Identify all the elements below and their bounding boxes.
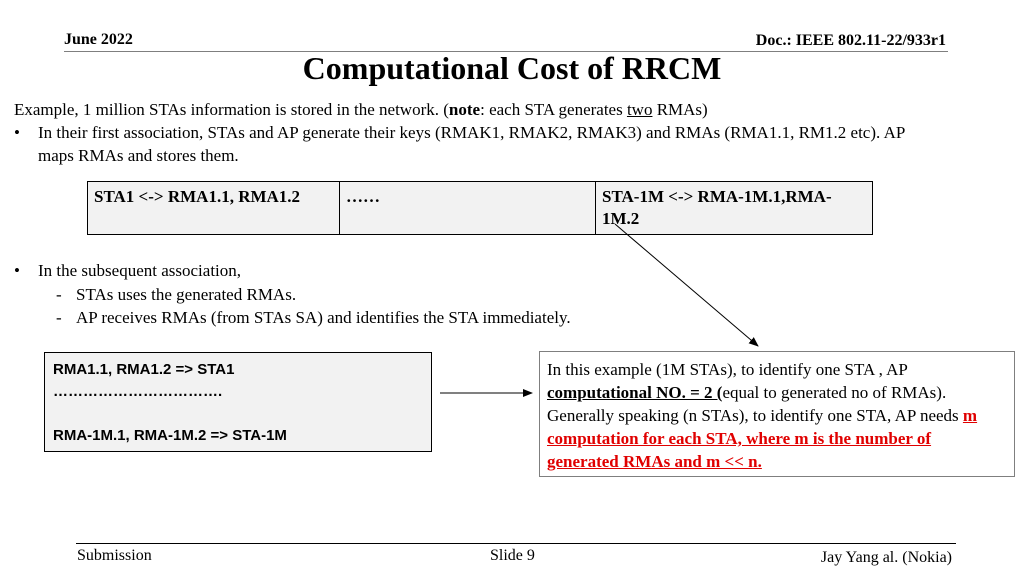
footer-submission: Submission [77, 547, 152, 564]
slide-title: Computational Cost of RRCM [302, 50, 722, 86]
header-date: June 2022 [64, 31, 133, 48]
footer-slide-number: Slide 9 [490, 547, 535, 564]
dash-marker: - [56, 285, 62, 304]
lookup-line: RMA1.1, RMA1.2 => STA1 [53, 361, 235, 378]
table-cell: …… [339, 181, 596, 235]
table-cell: STA-1M <-> RMA-1M.1,RMA-1M.2 [595, 181, 873, 235]
bullet2-sub2: AP receives RMAs (from STAs SA) and iden… [76, 308, 571, 327]
header-rule [64, 51, 948, 52]
footer-author: Jay Yang al. (Nokia) [820, 549, 952, 566]
rma-lookup-box: RMA1.1, RMA1.2 => STA1 ……………………………. RMA-… [44, 352, 432, 452]
header-doc-id: Doc.: IEEE 802.11-22/933r1 [755, 32, 946, 49]
bullet-marker: • [14, 261, 20, 280]
bullet-marker: • [14, 123, 20, 142]
bullet1-line2: maps RMAs and stores them. [38, 146, 239, 165]
bullet2-sub1: STAs uses the generated RMAs. [76, 285, 297, 304]
rma-mapping-table: STA1 <-> RMA1.1, RMA1.2 …… STA-1M <-> RM… [87, 181, 873, 235]
lookup-line: RMA-1M.1, RMA-1M.2 => STA-1M [53, 427, 287, 444]
explanation-box: In this example (1M STAs), to identify o… [539, 351, 1015, 477]
dash-marker: - [56, 308, 62, 327]
footer-rule [76, 543, 956, 544]
table-cell: STA1 <-> RMA1.1, RMA1.2 [87, 181, 340, 235]
arrow-table-to-explanation [614, 223, 759, 347]
table-row: STA1 <-> RMA1.1, RMA1.2 …… STA-1M <-> RM… [87, 181, 873, 235]
lookup-line: ……………………………. [53, 383, 223, 400]
bullet2-main: In the subsequent association, [38, 261, 242, 280]
bullet1-line1: In their first association, STAs and AP … [38, 123, 906, 142]
intro-text: Example, 1 million STAs information is s… [14, 100, 708, 119]
